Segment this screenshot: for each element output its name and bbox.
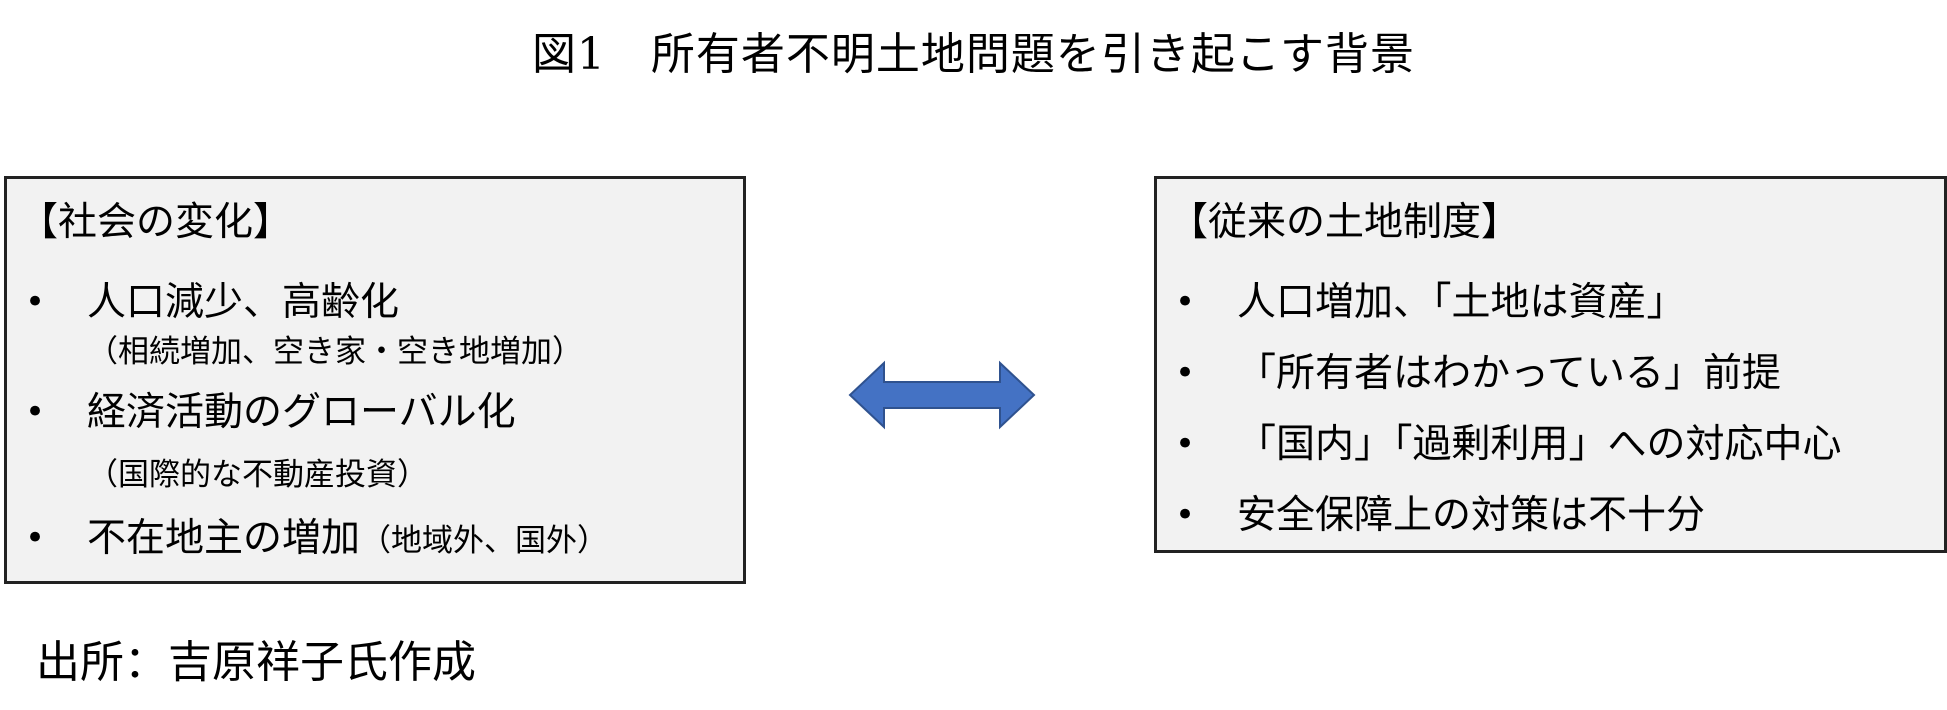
bullet-icon: • xyxy=(1175,495,1196,535)
land-system-item-3: 「国内」「過剰利用」への対応中心 xyxy=(1237,422,1842,467)
land-system-item-4: 安全保障上の対策は不十分 xyxy=(1237,493,1706,538)
land-system-heading: 【従来の土地制度】 xyxy=(1169,200,1521,245)
bullet-icon: • xyxy=(1175,353,1196,393)
social-change-item-3: 不在地主の増加（地域外、国外） xyxy=(87,507,608,563)
bullet-icon: • xyxy=(1175,424,1196,464)
land-system-item-2: 「所有者はわかっている」前提 xyxy=(1237,351,1782,396)
social-change-item-2: 経済活動のグローバル化 xyxy=(87,390,516,435)
land-system-item-1: 人口増加、「土地は資産」 xyxy=(1237,280,1686,325)
bullet-icon: • xyxy=(25,392,46,432)
social-change-item-3-detail: （地域外、国外） xyxy=(360,523,609,559)
bullet-icon: • xyxy=(1175,282,1196,322)
land-system-box: 【従来の土地制度】 • 人口増加、「土地は資産」 • 「所有者はわかっている」前… xyxy=(1154,176,1947,553)
social-change-item-1-detail: （相続増加、空き家・空き地増加） xyxy=(87,334,583,370)
social-change-item-3-label: 不在地主の増加 xyxy=(87,516,361,561)
social-change-item-1: 人口減少、高齢化 xyxy=(87,280,400,325)
diagram-title: 図1 所有者不明土地問題を引き起こす背景 xyxy=(531,29,1416,80)
social-change-item-2-detail: （国際的な不動産投資） xyxy=(87,457,428,493)
bullet-icon: • xyxy=(25,518,46,558)
source-note: 出所：吉原祥子氏作成 xyxy=(36,637,476,688)
social-change-heading: 【社会の変化】 xyxy=(19,200,293,245)
social-change-box: 【社会の変化】 • 人口減少、高齢化 （相続増加、空き家・空き地増加） • 経済… xyxy=(4,176,746,584)
bullet-icon: • xyxy=(25,282,46,322)
double-headed-arrow-icon xyxy=(848,360,1036,430)
